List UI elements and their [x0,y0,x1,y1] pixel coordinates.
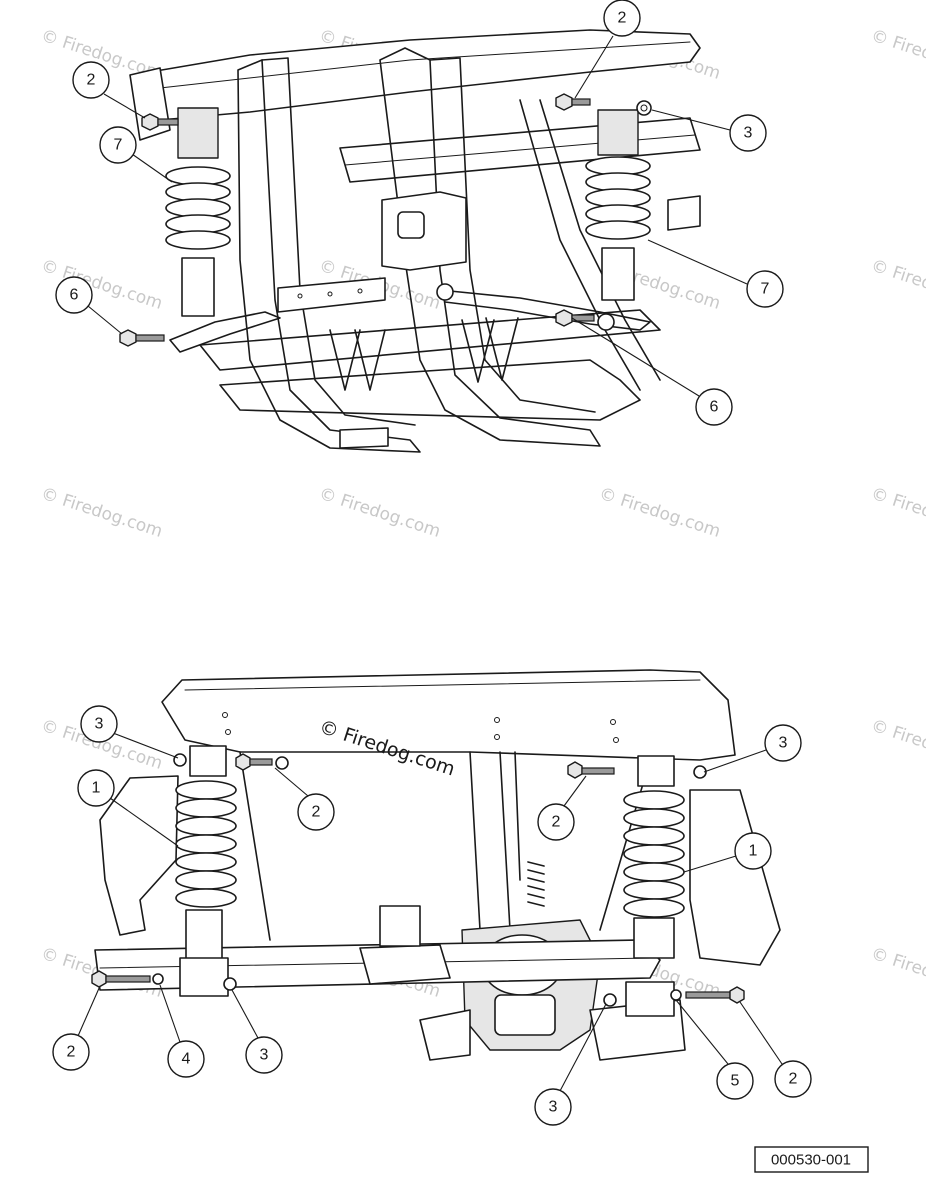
callout-layer-bottom: 3 1 2 3 2 1 [52,705,812,1126]
steering-spring [527,861,545,907]
watermark: © Firedog.com [868,256,926,314]
figure-reference: 000530-001 [754,1146,869,1173]
callout-bubble: 4 [167,1040,205,1078]
callout-bubble: 3 [764,724,802,762]
callout-label: 6 [710,399,719,416]
callout-label: 2 [618,10,627,27]
callout-label: 2 [789,1071,798,1088]
callout-label: 3 [744,125,753,142]
left-shock-absorber [175,745,237,997]
callout-bubble: 2 [774,1060,812,1098]
watermark: © Firedog.com [868,484,926,542]
figure-reference-number: 000530-001 [771,1152,851,1169]
callout-label: 7 [114,137,123,154]
callout-label: 3 [779,735,788,752]
callout-label: 3 [260,1047,269,1064]
callout-bubble: 2 [52,1033,90,1071]
callout-bubble: 3 [729,114,767,152]
bottom-suspension-view [91,669,781,1061]
watermark: © Firedog.com [868,26,926,84]
bolt-icon [555,93,591,111]
bolt-icon [555,309,595,327]
nut-icon [173,753,707,1007]
callout-label: 7 [761,281,770,298]
right-shock-absorber [623,755,685,1017]
callout-bubble: 2 [72,61,110,99]
watermark: © Firedog.com [316,484,442,542]
watermark: © Firedog.com [596,484,722,542]
left-coil-spring [165,107,231,317]
callout-bubble: 1 [77,769,115,807]
callout-bubble: 6 [695,388,733,426]
callout-bubble: 6 [55,276,93,314]
callout-label: 4 [182,1051,191,1068]
bolt-icon [235,753,289,771]
bolt-icon [119,329,165,347]
callout-bubble: 2 [297,793,335,831]
callout-label: 1 [749,843,758,860]
callout-bubble: 5 [716,1062,754,1100]
callout-layer-top: 2 2 3 7 7 6 [55,0,784,426]
callout-label: 2 [312,804,321,821]
callout-bubble: 2 [537,803,575,841]
bolt-icon [91,970,164,988]
watermark: © Firedog.com [38,256,164,314]
callout-bubble: 7 [746,270,784,308]
watermark: © Firedog.com [868,944,926,1002]
callout-label: 2 [67,1044,76,1061]
bolt-icon [567,761,615,779]
right-coil-spring [585,109,651,301]
bolt-icon [670,986,745,1004]
callout-bubble: 3 [80,705,118,743]
callout-bubble: 2 [603,0,641,37]
callout-label: 5 [731,1073,740,1090]
watermark: © Firedog.com [868,716,926,774]
callout-bubble: 3 [245,1036,283,1074]
callout-label: 6 [70,287,79,304]
watermark: © Firedog.com [38,484,164,542]
bolt-icon [141,113,179,131]
callout-bubble: 3 [534,1088,572,1126]
nut-icon [636,100,652,116]
callout-label: 2 [87,72,96,89]
callout-label: 3 [95,716,104,733]
callout-label: 2 [552,814,561,831]
callout-bubble: 1 [734,832,772,870]
top-suspension-view [119,29,701,453]
callout-bubble: 7 [99,126,137,164]
callout-label: 1 [92,780,101,797]
callout-label: 3 [549,1099,558,1116]
